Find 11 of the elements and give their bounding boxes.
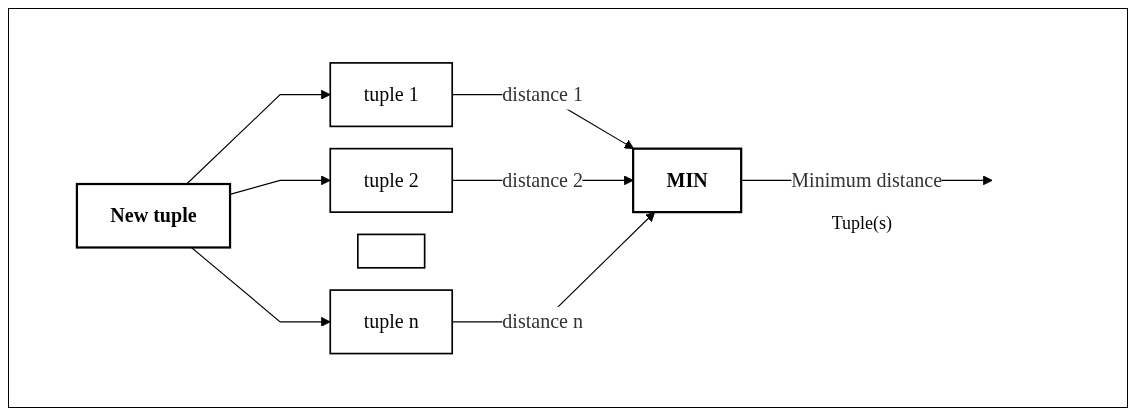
node-box: tuple n — [329, 289, 454, 355]
edge-label: distance n — [502, 309, 584, 333]
edge-label: distance 2 — [502, 168, 584, 191]
node-box: MIN — [632, 147, 743, 213]
edge-label: distance 1 — [502, 82, 584, 105]
edge-label: Minimum distance — [791, 168, 943, 191]
output-label: Tuple(s) — [831, 213, 893, 235]
node-box — [357, 233, 426, 269]
node-box: tuple 1 — [329, 61, 454, 127]
node-box: New tuple — [75, 182, 232, 249]
node-box: tuple 2 — [329, 147, 454, 213]
